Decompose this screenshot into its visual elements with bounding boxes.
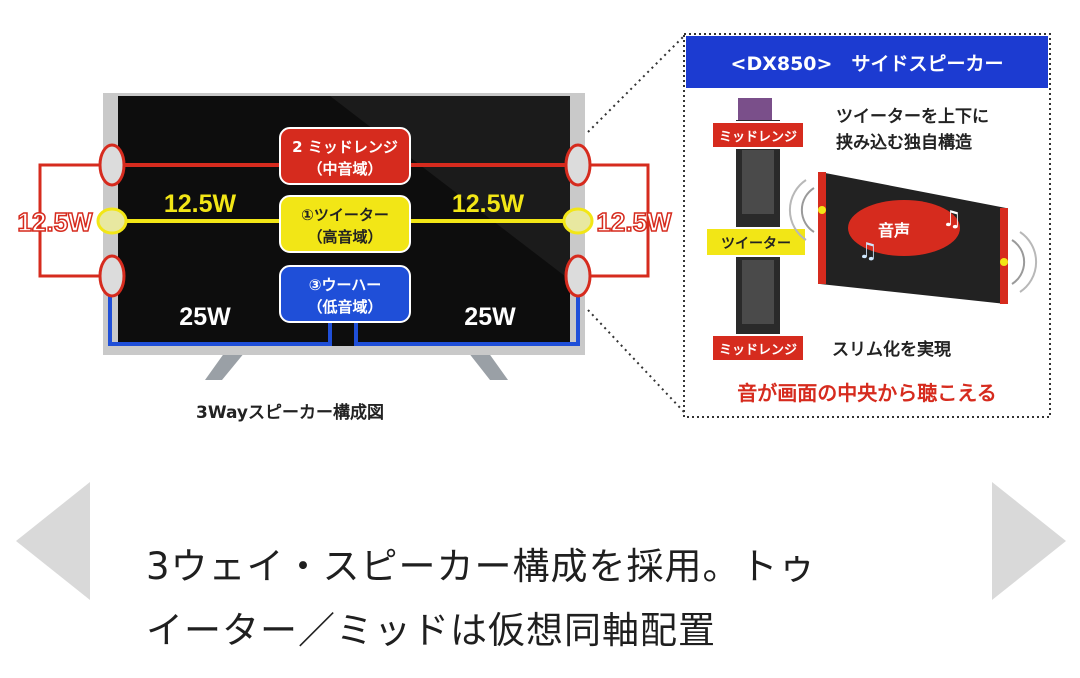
slim-label: スリム化を実現 (832, 339, 951, 360)
caption-line1: 3ウェイ・スピーカー構成を採用。トゥ (146, 545, 817, 588)
right-midrange-top-speaker (564, 143, 592, 187)
side-speaker-panel: <DX850> サイドスピーカー ミッドレンジ ツイーター ミッドレンジ ツイー… (683, 33, 1051, 418)
sound-label: 音声 (878, 221, 910, 240)
right-outer-watt: 12.5W (596, 207, 672, 237)
woofer-title: ③ウーハー (309, 276, 381, 294)
svg-text:♫: ♫ (942, 207, 962, 232)
tweeter-tag (705, 227, 807, 257)
speaker-diagram-image: 12.5W 12.5W 12.5W 12.5W 25W 25W 2 ミッドレンジ… (17, 33, 1051, 418)
midrange-label-box (279, 127, 411, 185)
left-triangle-icon (16, 482, 90, 600)
midrange-top-tag (711, 121, 805, 149)
inner-left-bottom-watt: 25W (179, 303, 231, 331)
inner-left-top-watt: 12.5W (164, 190, 237, 218)
left-tweeter-speaker (96, 207, 128, 235)
inner-right-bottom-watt: 25W (464, 303, 516, 331)
panel-header-text: <DX850> サイドスピーカー (731, 53, 1004, 75)
tv-stand-left (205, 352, 245, 380)
svg-text:ミッドレンジ: ミッドレンジ (719, 130, 797, 145)
svg-text:ツイーター: ツイーター (721, 236, 791, 252)
left-midrange-bottom-speaker (98, 254, 126, 298)
tv-diagram: 12.5W 12.5W 12.5W 12.5W 25W 25W 2 ミッドレンジ… (17, 93, 673, 380)
caption-line2: イーター／ミッドは仮想同軸配置 (146, 609, 716, 652)
midrange-subtitle: （中音域） (307, 160, 382, 178)
left-midrange-top-speaker (98, 143, 126, 187)
svg-text:♫: ♫ (858, 239, 878, 264)
tweeter-subtitle: （高音域） (307, 228, 382, 246)
prev-arrow-button[interactable] (12, 480, 92, 602)
woofer-subtitle: （低音域） (307, 298, 382, 316)
tv-stand-right (468, 352, 508, 380)
midrange-bottom-tag (711, 334, 805, 362)
tweeter-title: ①ツイーター (301, 206, 389, 224)
woofer-label-box (279, 265, 411, 323)
bottom-banner: 音が画面の中央から聴こえる (737, 381, 996, 405)
panel-header (686, 36, 1048, 88)
right-tweeter-speaker (562, 207, 594, 235)
structure-note-line1: ツイーターを上下に (836, 107, 989, 127)
inner-right-top-watt: 12.5W (452, 190, 525, 218)
right-midrange-bottom-speaker (564, 254, 592, 298)
right-triangle-icon (992, 482, 1066, 600)
slide-caption: 3ウェイ・スピーカー構成を採用。トゥ イーター／ミッドは仮想同軸配置 (146, 535, 936, 663)
tweeter-label-box (279, 195, 411, 253)
diagram-caption: 3Wayスピーカー構成図 (195, 403, 384, 423)
svg-text:ミッドレンジ: ミッドレンジ (719, 343, 797, 358)
next-arrow-button[interactable] (990, 480, 1070, 602)
midrange-title: 2 ミッドレンジ (292, 138, 398, 156)
structure-note-line2: 挟み込む独自構造 (836, 132, 973, 153)
left-outer-watt: 12.5W (17, 207, 93, 237)
